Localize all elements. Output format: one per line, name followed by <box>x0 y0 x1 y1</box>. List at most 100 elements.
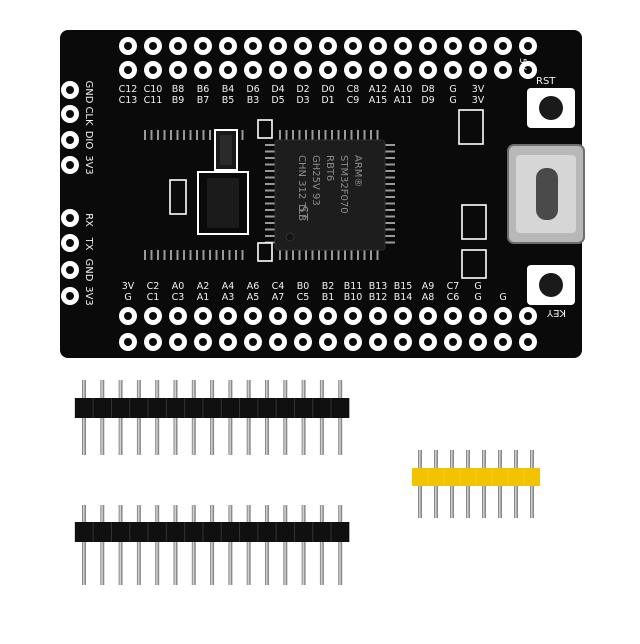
top-pin-label: C9 <box>347 95 360 106</box>
header-pin <box>301 505 306 585</box>
pin-pad <box>119 61 137 79</box>
bottom-pin-label: B10 <box>344 292 363 303</box>
pin-pad <box>61 209 79 227</box>
bottom-pin-label: A2 <box>197 281 210 292</box>
pin-pad <box>269 37 287 55</box>
pin-pad <box>444 37 462 55</box>
pin-pad <box>144 61 162 79</box>
bottom-pin-label: A7 <box>272 292 285 303</box>
pin-pad <box>219 307 237 325</box>
chip-line-2: STM32F070 <box>338 155 349 214</box>
left-header-pads <box>61 81 79 305</box>
bottom-pin-label: G <box>474 281 481 292</box>
chip-line-1: ARM® <box>352 155 363 187</box>
top-pin-label: B3 <box>247 95 260 106</box>
pin-pad <box>169 61 187 79</box>
top-pin-label: G <box>449 84 456 95</box>
header-pin <box>338 505 343 585</box>
pin-pad <box>319 61 337 79</box>
pin-pad <box>194 307 212 325</box>
bottom-pin-label: C6 <box>447 292 460 303</box>
pin-pad <box>144 333 162 351</box>
top-pin-label: D8 <box>421 84 434 95</box>
male-pin-header-2 <box>74 505 350 585</box>
top-header-pads <box>119 37 537 79</box>
top-pin-label: B5 <box>222 95 235 106</box>
pin-pad <box>194 61 212 79</box>
pin-pad <box>494 307 512 325</box>
chip-logo: ST <box>296 205 310 222</box>
top-pin-label: 3V <box>472 95 485 106</box>
pin-pad <box>269 307 287 325</box>
key-label: KEY <box>546 307 566 318</box>
pin-pad <box>469 61 487 79</box>
pin-pad <box>394 37 412 55</box>
pin-pad <box>244 333 262 351</box>
pin-pad <box>244 307 262 325</box>
pin-pad <box>61 156 79 174</box>
header-pin <box>82 505 86 585</box>
chip-line-5: CHN 312 TLB <box>296 155 307 221</box>
pin-pad <box>194 333 212 351</box>
top-pin-label: D5 <box>271 95 284 106</box>
header-pin <box>118 505 123 585</box>
bottom-pin-label: A3 <box>222 292 235 303</box>
header-pin <box>136 505 141 585</box>
pin-pad <box>219 61 237 79</box>
bottom-pin-label: B2 <box>322 281 335 292</box>
pin-pad <box>61 234 79 252</box>
pin-pad <box>519 333 537 351</box>
pin-pad <box>269 61 287 79</box>
top-pin-label: B8 <box>172 84 185 95</box>
top-pin-label: B6 <box>197 84 210 95</box>
bottom-pin-label: B0 <box>297 281 310 292</box>
top-pin-label: C10 <box>144 84 163 95</box>
pin-pad <box>444 61 462 79</box>
pin-pad <box>369 61 387 79</box>
top-pin-label: A11 <box>394 95 413 106</box>
rst-button: RST <box>527 76 575 128</box>
bottom-pin-label: A1 <box>197 292 210 303</box>
header-pin <box>173 505 178 585</box>
pin-pad <box>319 37 337 55</box>
header-pin <box>155 505 160 585</box>
left-pin-label: 3V3 <box>83 155 94 175</box>
pin-pad <box>369 37 387 55</box>
pin-pad <box>169 307 187 325</box>
pin-pad <box>469 307 487 325</box>
header-pin <box>100 505 105 585</box>
bottom-pin-label: A5 <box>247 292 260 303</box>
label-5v: 5V <box>517 58 527 71</box>
top-pin-label: D0 <box>321 84 334 95</box>
pin-pad <box>61 131 79 149</box>
bottom-pin-label: B14 <box>394 292 413 303</box>
pin-pad <box>444 333 462 351</box>
top-pin-label: A15 <box>369 95 388 106</box>
pin-pad <box>61 287 79 305</box>
pin-pad <box>144 37 162 55</box>
pin-pad <box>444 307 462 325</box>
top-pin-label: C12 <box>119 84 138 95</box>
pin-pad <box>519 307 537 325</box>
pin-pad <box>494 333 512 351</box>
pin-pad <box>61 81 79 99</box>
left-pin-label: GND <box>83 259 94 282</box>
pin-pad <box>144 307 162 325</box>
bottom-pin-label: G <box>124 292 131 303</box>
pin-pad <box>369 333 387 351</box>
top-pin-label: C8 <box>347 84 360 95</box>
top-pin-label: A12 <box>369 84 388 95</box>
pin-pad <box>269 333 287 351</box>
bottom-pin-label: C1 <box>147 292 160 303</box>
header-pin <box>319 505 324 585</box>
left-pin-label: GND <box>83 81 94 104</box>
bottom-pin-label: A9 <box>422 281 435 292</box>
pin-pad <box>344 61 362 79</box>
pin-pad <box>344 333 362 351</box>
pin-pad <box>394 333 412 351</box>
mcu-chip: ARM® STM32F070 RBT6 GH25V 93 CHN 312 TLB… <box>144 130 395 260</box>
top-pin-label: D4 <box>271 84 284 95</box>
